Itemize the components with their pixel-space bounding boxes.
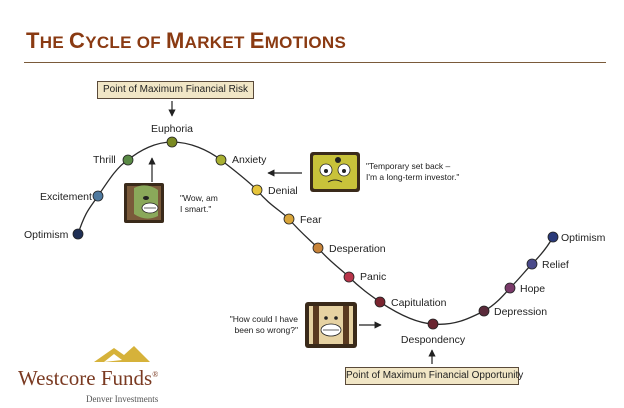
stage-dot-6 [283,213,295,225]
stage-label-1: Excitement [40,191,92,203]
smart-quote-line-1: "Wow, am [180,193,218,203]
stage-label-3: Euphoria [151,123,193,135]
stage-label-8: Panic [360,271,386,283]
smart-quote-line-2: I smart." [180,204,211,214]
stage-label-4: Anxiety [232,154,267,166]
max-risk-callout: Point of Maximum Financial Risk [97,81,254,99]
stage-label-2: Thrill [93,154,116,166]
westcore-logo: Westcore Funds® [18,366,159,390]
page-title: THE CYCLE OF MARKET EMOTIONS [26,28,347,53]
stage-dot-5 [251,184,263,196]
logo-subtitle: Denver Investments [86,394,159,404]
stage-dot-14 [547,231,559,243]
wrong-quote-line-1: "How could I have [230,314,298,324]
stage-dot-2 [122,154,134,166]
stage-dots [72,136,559,330]
setback-quote-line-2: I'm a long-term investor." [366,172,459,182]
stage-dot-3 [166,136,178,148]
setback-quote-line-1: "Temporary set back – [366,161,451,171]
stage-dot-7 [312,242,324,254]
stage-label-13: Relief [542,259,569,271]
stage-label-11: Depression [494,306,547,318]
stage-labels: Optimism Excitement Thrill EuphoriaAnxietyD… [24,123,606,346]
stage-label-10: Despondency [401,334,466,346]
stage-label-5: Denial [268,185,298,197]
stage-dot-13 [526,258,538,270]
stage-dot-11 [478,305,490,317]
stage-label-7: Desperation [329,243,386,255]
wrong-quote-line-2: been so wrong?" [234,325,298,335]
max-opportunity-callout: Point of Maximum Financial Opportunity [345,367,523,385]
stage-label-0: Optimism [24,229,69,241]
stage-dot-12 [504,282,516,294]
stage-label-6: Fear [300,214,322,226]
stage-dot-8 [343,271,355,283]
nervous-investor-icon [310,152,360,192]
stage-dot-1 [92,190,104,202]
westcore-mountain-logo-icon [94,346,150,362]
stage-label-12: Hope [520,283,545,295]
stage-dot-10 [427,318,439,330]
distraught-investor-icon [305,302,357,348]
stage-label-14: Optimism [561,232,606,244]
stage-dot-9 [374,296,386,308]
stage-label-9: Capitulation [391,297,447,309]
stage-dot-0 [72,228,84,240]
stage-dot-4 [215,154,227,166]
smug-investor-icon [124,183,164,223]
title-divider [24,62,606,63]
